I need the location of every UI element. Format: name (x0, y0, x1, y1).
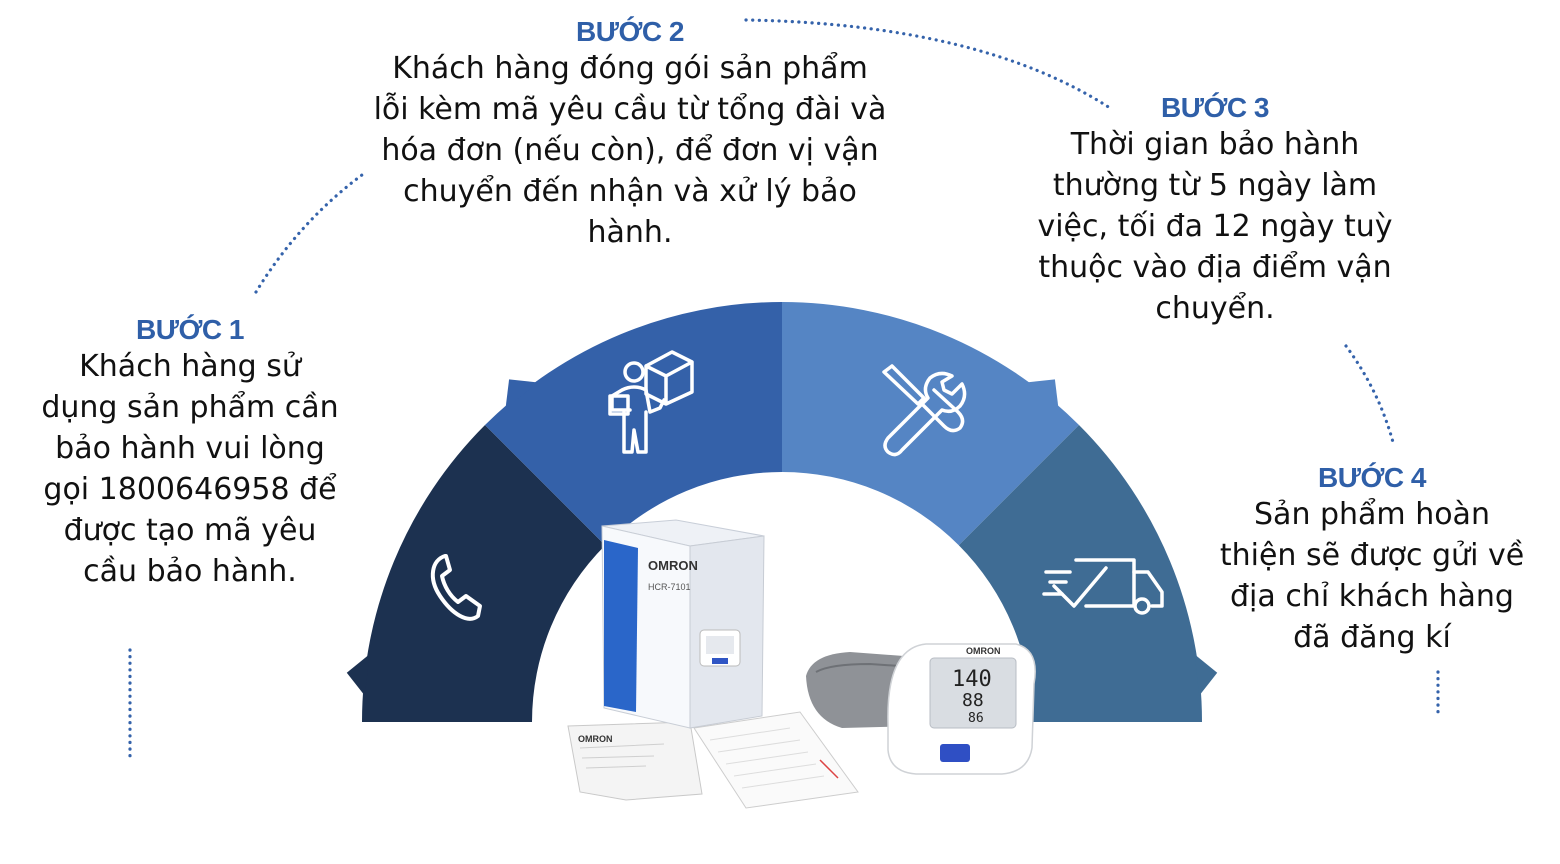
segment-step-4-tab (1194, 654, 1218, 696)
connector-3-4 (1344, 344, 1396, 448)
bp-monitor: OMRON 140 88 86 (887, 643, 1036, 775)
delivery-truck-icon (1042, 558, 1164, 615)
phone-icon (430, 554, 482, 621)
segment-step-2-tab (505, 379, 539, 409)
svg-text:86: 86 (968, 711, 984, 726)
step-4-body: Sản phẩm hoàn thiện sẽ được gửi về địa c… (1219, 497, 1525, 655)
tools-icon (882, 364, 967, 457)
step-3-body: Thời gian bảo hành thường từ 5 ngày làm … (1037, 127, 1393, 326)
step-2: BƯỚC 2 Khách hàng đóng gói sản phẩm lỗi … (370, 16, 890, 253)
step-3-title: BƯỚC 3 (1161, 92, 1269, 123)
svg-text:140: 140 (952, 667, 992, 692)
svg-text:HCR-7101: HCR-7101 (648, 582, 691, 592)
segment-step-2 (485, 302, 782, 546)
product-illustration: OMRON OMRON HCR-7101 OMRON (567, 519, 1036, 809)
svg-text:OMRON: OMRON (648, 558, 698, 573)
step-4: BƯỚC 4 Sản phẩm hoàn thiện sẽ được gửi v… (1212, 462, 1532, 658)
segment-step-4 (958, 425, 1202, 722)
connector-1-2 (254, 170, 368, 294)
segment-step-1 (362, 425, 606, 722)
step-1-title: BƯỚC 1 (136, 314, 244, 345)
step-4-title: BƯỚC 4 (1318, 462, 1426, 493)
step-1: BƯỚC 1 Khách hàng sử dụng sản phẩm cần b… (40, 314, 340, 592)
manual-booklet: OMRON (567, 721, 703, 801)
worker-box-icon (608, 350, 694, 454)
step-2-body: Khách hàng đóng gói sản phẩm lỗi kèm mã … (373, 51, 887, 250)
instruction-sheet (693, 711, 859, 809)
segment-step-1-tab (346, 654, 370, 696)
product-box: OMRON HCR-7101 (601, 519, 765, 729)
arc-segments (346, 302, 1218, 722)
svg-text:88: 88 (962, 690, 984, 711)
connector-2-3 (744, 18, 1112, 110)
dotted-connectors (128, 18, 1440, 758)
step-2-title: BƯỚC 2 (576, 16, 684, 47)
segment-step-3-tab (1025, 379, 1059, 409)
svg-text:OMRON: OMRON (578, 734, 613, 744)
step-3: BƯỚC 3 Thời gian bảo hành thường từ 5 ng… (1030, 92, 1400, 329)
step-1-body: Khách hàng sử dụng sản phẩm cần bảo hành… (41, 349, 339, 589)
svg-text:OMRON: OMRON (966, 646, 1001, 656)
